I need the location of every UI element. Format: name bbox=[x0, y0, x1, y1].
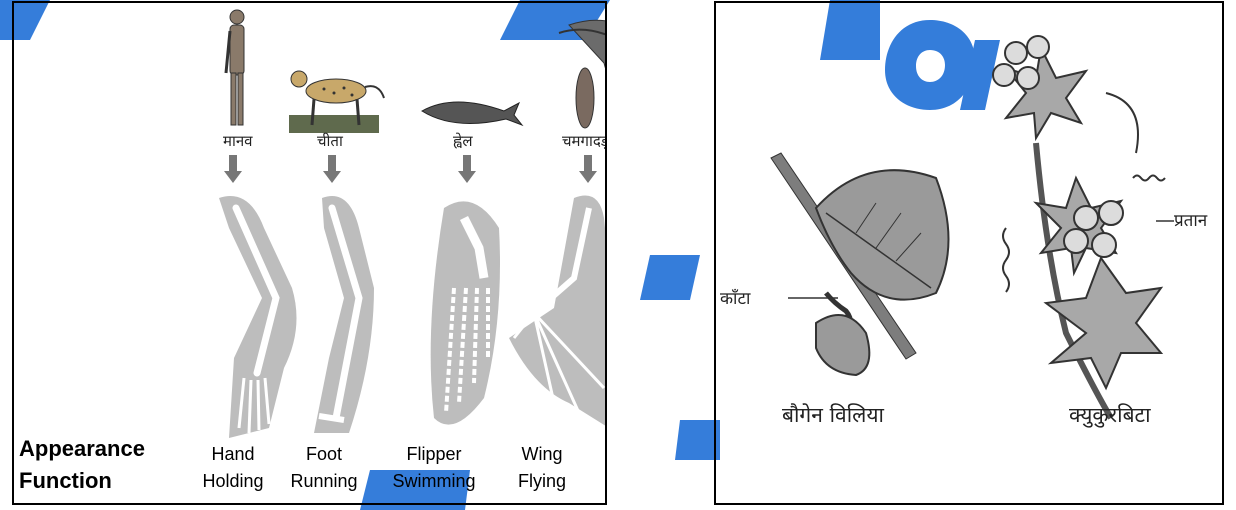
tendril-coil-icon bbox=[1133, 176, 1165, 181]
row-label-appearance: Appearance bbox=[19, 436, 145, 462]
function-human: Holding bbox=[183, 471, 283, 492]
appearance-human: Hand bbox=[183, 444, 283, 465]
bat-icon bbox=[559, 20, 607, 128]
cucurbita-plant-icon bbox=[993, 36, 1165, 418]
appearance-bat: Wing bbox=[492, 444, 592, 465]
arrow-down-icon bbox=[224, 155, 242, 183]
plant-name-bougainvillea: बौगेन विलिया bbox=[782, 401, 884, 429]
row-label-function: Function bbox=[19, 468, 112, 494]
function-cheetah: Running bbox=[274, 471, 374, 492]
human-icon bbox=[226, 10, 244, 125]
leaf-icon bbox=[816, 170, 949, 299]
plant-name-cucurbita: क्युकुरबिटा bbox=[1069, 401, 1151, 429]
thorn-label: काँटा bbox=[720, 286, 750, 309]
animal-name-cheetah: चीता bbox=[317, 131, 343, 151]
arrow-down-icon bbox=[323, 155, 341, 183]
tendril-label: प्रतान bbox=[1174, 208, 1207, 231]
function-bat: Flying bbox=[492, 471, 592, 492]
cheetah-leg-bone-icon bbox=[314, 196, 374, 433]
bat-wing-bone-icon bbox=[509, 196, 607, 429]
arrow-down-icon bbox=[458, 155, 476, 183]
animal-name-human: मानव bbox=[223, 131, 253, 151]
animal-name-whale: ह्वेल bbox=[453, 131, 473, 151]
human-arm-bone-icon bbox=[219, 196, 297, 438]
function-whale: Swimming bbox=[384, 471, 484, 492]
whale-flipper-bone-icon bbox=[431, 201, 500, 424]
limb-bones bbox=[14, 188, 607, 443]
down-arrows bbox=[14, 153, 607, 189]
leaf-icon bbox=[816, 315, 869, 375]
tendril-coil-icon bbox=[1003, 228, 1009, 292]
appearance-whale: Flipper bbox=[384, 444, 484, 465]
cheetah-icon bbox=[289, 71, 384, 133]
whale-icon bbox=[422, 102, 522, 125]
thorn-tendril-panel: काँटा प्रतान बौगेन विलिया क्युकुरबिटा bbox=[714, 1, 1224, 505]
homologous-organs-panel: मानव चीता ह्वेल चमगादड़ bbox=[12, 1, 607, 505]
animal-pictures bbox=[14, 3, 607, 163]
arrow-down-icon bbox=[579, 155, 597, 183]
appearance-cheetah: Foot bbox=[274, 444, 374, 465]
animal-name-bat: चमगादड़ bbox=[562, 131, 607, 151]
